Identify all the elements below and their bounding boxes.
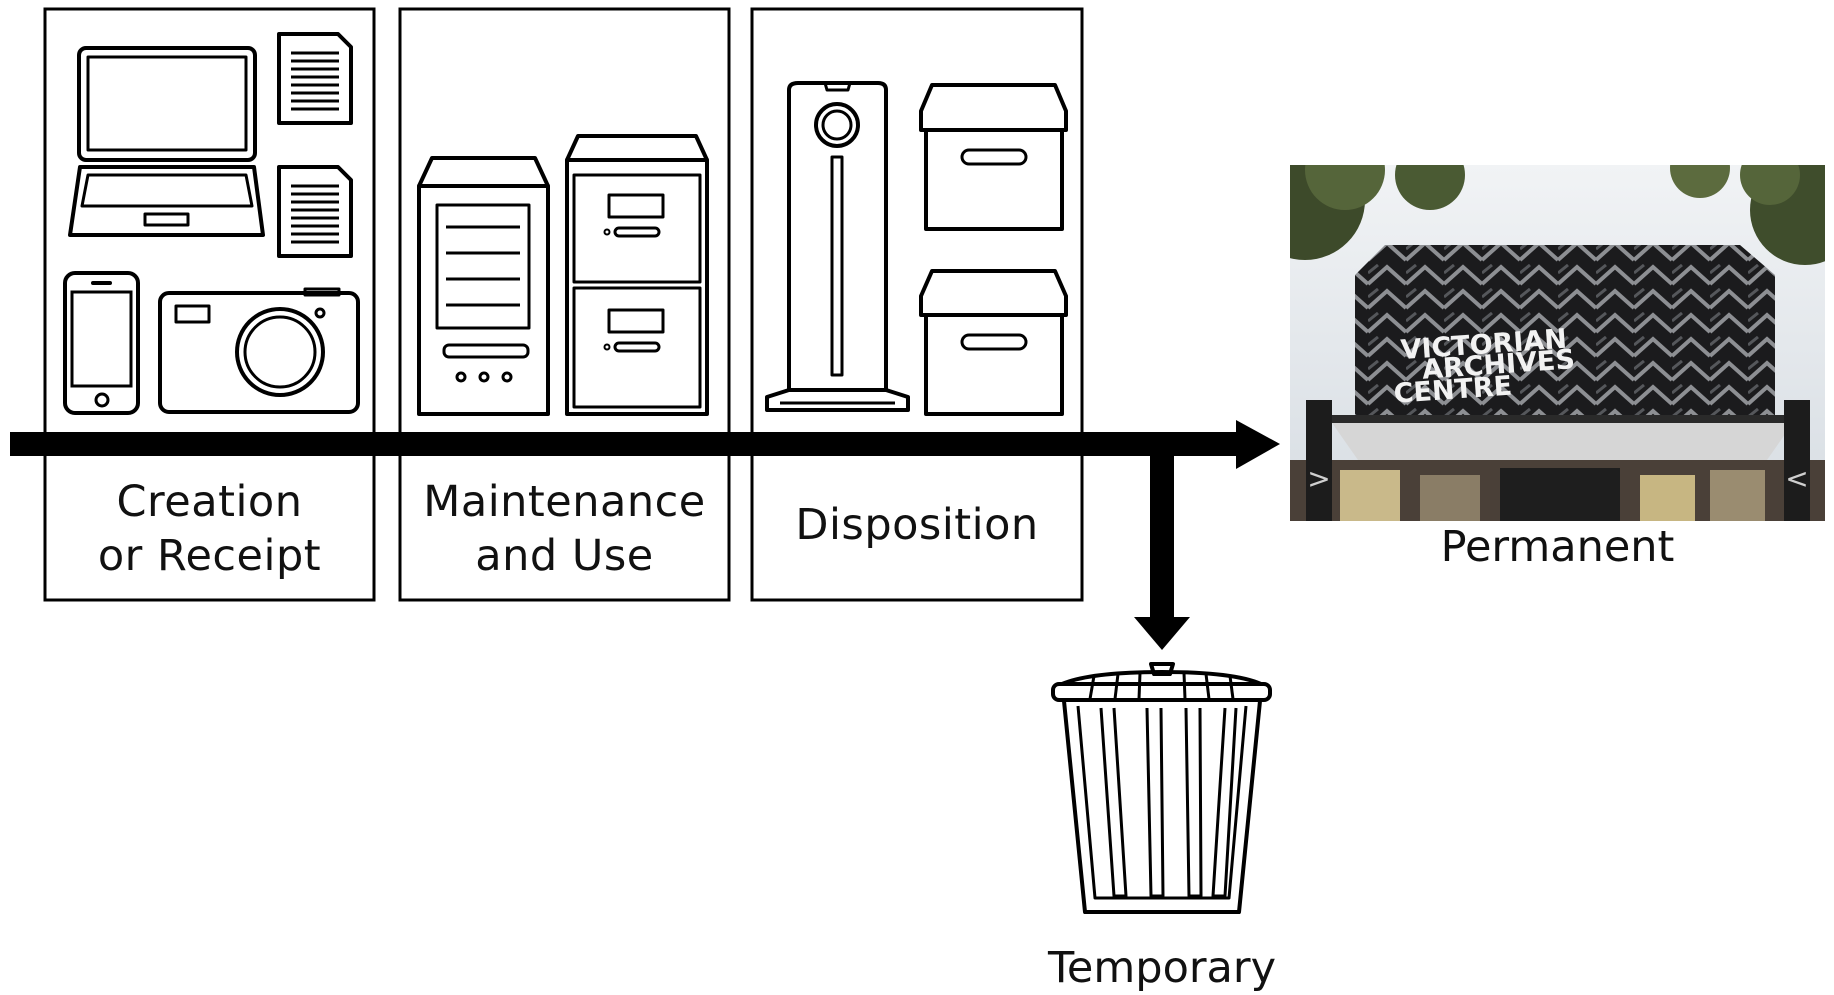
stage-label-creation: Creation or Receipt <box>45 475 374 583</box>
external-drive-icon <box>765 81 910 412</box>
svg-text:>: > <box>1307 462 1330 495</box>
stage-label-line: or Receipt <box>97 531 322 581</box>
trash-can-icon <box>1051 662 1272 914</box>
stage-label-disposition: Disposition <box>752 498 1082 552</box>
temporary-arrow <box>1134 444 1190 650</box>
smartphone-icon <box>63 271 140 415</box>
timeline-arrow <box>10 420 1280 469</box>
stage-label-line: Maintenance <box>423 477 706 527</box>
filing-cabinet-icon <box>565 134 709 416</box>
camera-icon <box>158 287 360 414</box>
stage-box-maintenance <box>398 7 731 602</box>
stage-box-creation <box>43 7 376 602</box>
desktop-tower-icon <box>417 156 550 416</box>
archive-box-icon <box>919 83 1068 231</box>
stage-label-line: Disposition <box>795 500 1039 550</box>
stage-label-line: Creation <box>116 477 303 527</box>
laptop-icon <box>68 46 265 237</box>
archive-box-icon <box>919 269 1068 416</box>
stage-label-maintenance: Maintenance and Use <box>400 475 729 583</box>
stage-label-line: and Use <box>475 531 654 581</box>
document-icon <box>277 32 353 125</box>
archives-centre-photo: > < VICTORIAN ARCHIVES CENTRE <box>1290 165 1825 521</box>
temporary-label: Temporary <box>1047 943 1277 993</box>
stage-box-disposition <box>750 7 1084 602</box>
document-icon <box>277 165 353 258</box>
svg-text:<: < <box>1785 462 1808 495</box>
permanent-label: Permanent <box>1440 522 1675 572</box>
